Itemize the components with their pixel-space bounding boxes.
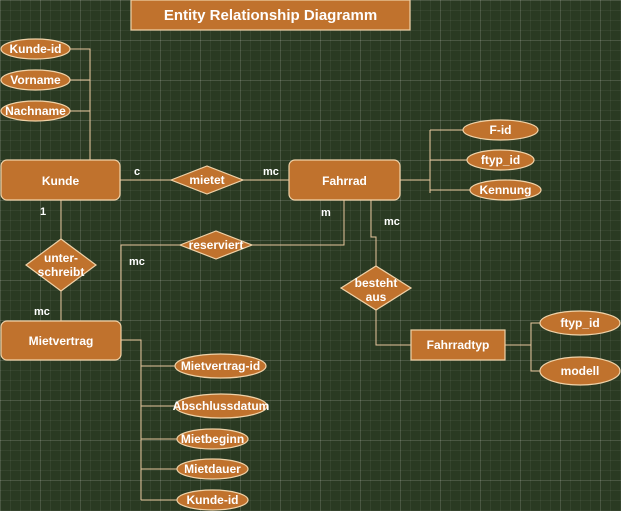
edge-fahrrad-besteht-aus [370, 200, 377, 266]
svg-text:Entity Relationship Diagramm: Entity Relationship Diagramm [164, 7, 377, 24]
attribute-vorname[interactable]: Vorname [0, 69, 71, 91]
entity-kunde[interactable]: Kunde [0, 159, 121, 201]
cardinality-reserviert-fahrrad: m [321, 207, 331, 219]
svg-text:Kennung: Kennung [480, 183, 532, 197]
attribute-mietdauer[interactable]: Mietdauer [176, 458, 249, 480]
svg-text:Kunde-id: Kunde-id [10, 42, 62, 56]
entity-fahrradtyp[interactable]: Fahrradtyp [410, 329, 506, 361]
attribute-f-id[interactable]: F-id [462, 119, 539, 141]
cardinality-unterschreibt-kunde: 1 [40, 206, 46, 218]
attribute-fahrrad-ftyp-id[interactable]: ftyp_id [466, 149, 535, 171]
relationship-reserviert-label: reserviert [189, 238, 244, 252]
edge-besteht-aus-fahrradtyp [375, 310, 411, 346]
svg-text:Mietvertrag-id: Mietvertrag-id [181, 359, 260, 373]
attribute-abschlussdatum[interactable]: Abschlussdatum [173, 393, 270, 419]
attribute-modell[interactable]: modell [539, 356, 621, 386]
relationship-reserviert[interactable]: reserviert [178, 230, 254, 260]
entity-fahrrad[interactable]: Fahrrad [288, 159, 401, 201]
entity-mietvertrag[interactable]: Mietvertrag [0, 320, 122, 361]
svg-text:Vorname: Vorname [10, 73, 61, 87]
entity-mietvertrag-label: Mietvertrag [29, 334, 94, 348]
relationship-besteht-aus[interactable]: besteht aus [339, 265, 413, 311]
relationship-besteht-aus-line1: besteht [355, 276, 398, 290]
cardinality-labels: c mc m mc 1 mc mc [34, 166, 400, 318]
attribute-mietvertrag-id[interactable]: Mietvertrag-id [174, 353, 267, 379]
attribute-mietvertrag-kunde-id[interactable]: Kunde-id [176, 489, 249, 511]
entity-kunde-label: Kunde [42, 174, 80, 188]
edge-fahrradtyp-attributes [505, 322, 540, 372]
svg-text:Kunde-id: Kunde-id [187, 493, 239, 507]
svg-text:Nachname: Nachname [5, 104, 66, 118]
svg-text:modell: modell [561, 364, 600, 378]
edge-mietvertrag-attributes [121, 339, 177, 501]
cardinality-reserviert-mietvertrag: mc [129, 256, 145, 268]
relationship-besteht-aus-line2: aus [366, 290, 387, 304]
edge-fahrrad-attributes [400, 129, 470, 193]
edge-reserviert-mietvertrag [120, 244, 180, 321]
cardinality-unterschreibt-mietvertrag: mc [34, 306, 50, 318]
attribute-mietbeginn[interactable]: Mietbeginn [176, 428, 249, 450]
svg-text:Mietbeginn: Mietbeginn [181, 432, 244, 446]
cardinality-mietet-kunde: c [134, 166, 140, 178]
edge-fahrrad-reserviert [252, 200, 345, 246]
svg-text:F-id: F-id [490, 123, 512, 137]
relationship-mietet-label: mietet [189, 173, 224, 187]
svg-text:Mietdauer: Mietdauer [184, 462, 241, 476]
svg-text:Abschlussdatum: Abschlussdatum [173, 399, 270, 413]
svg-text:ftyp_id: ftyp_id [481, 153, 520, 167]
attribute-kunde-id[interactable]: Kunde-id [0, 38, 71, 60]
svg-text:ftyp_id: ftyp_id [560, 316, 599, 330]
relationship-mietet[interactable]: mietet [169, 165, 245, 195]
relationship-unterschreibt[interactable]: unter- schreibt [24, 238, 98, 292]
attribute-fahrradtyp-ftyp-id[interactable]: ftyp_id [539, 310, 621, 336]
relationship-unterschreibt-line2: schreibt [38, 265, 85, 279]
relationship-unterschreibt-line1: unter- [44, 251, 78, 265]
entity-fahrrad-label: Fahrrad [322, 174, 367, 188]
cardinality-besteht-aus-fahrrad: mc [384, 216, 400, 228]
attribute-kennung[interactable]: Kennung [469, 179, 542, 201]
entity-fahrradtyp-label: Fahrradtyp [427, 338, 490, 352]
diagram-title: Entity Relationship Diagramm [130, 0, 411, 31]
cardinality-mietet-fahrrad: mc [263, 166, 279, 178]
attribute-nachname[interactable]: Nachname [0, 100, 71, 122]
connector-lines [60, 48, 540, 501]
edge-kunde-attributes [70, 48, 91, 160]
